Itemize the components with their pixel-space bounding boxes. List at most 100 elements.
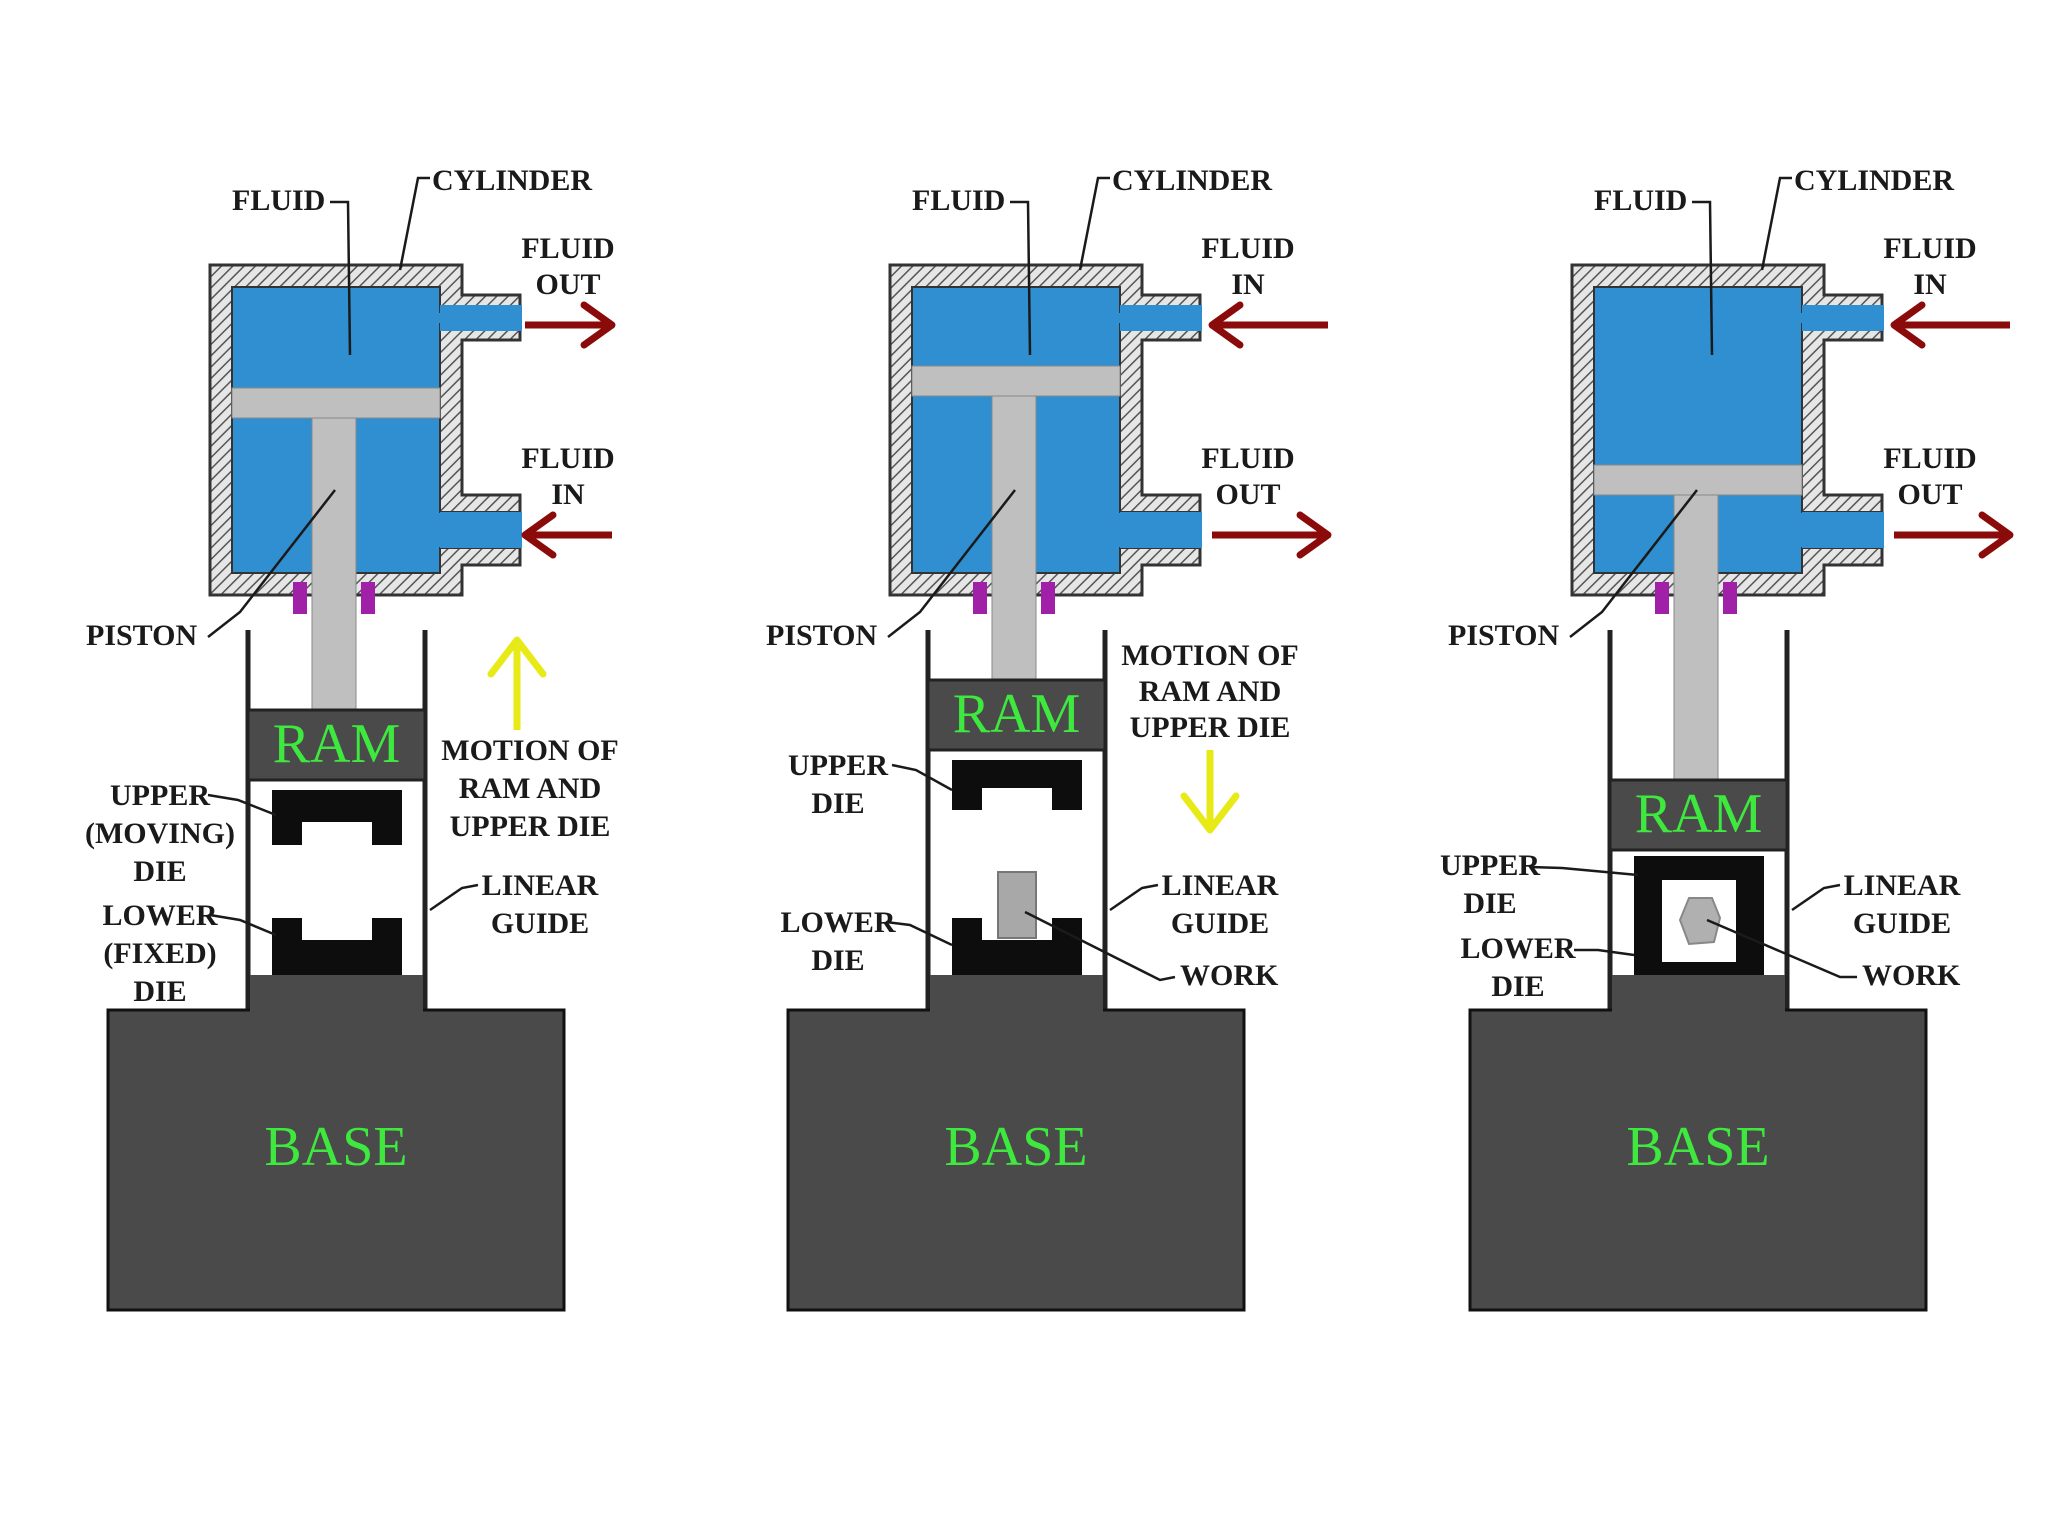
cylinder-leader: [398, 176, 430, 271]
lower-die-leader: [885, 920, 953, 947]
seal-left: [1655, 582, 1669, 614]
ram-label: RAM: [273, 713, 401, 775]
bottom-port-label-line: FLUID: [1201, 442, 1294, 475]
upper-die-label-line: UPPER: [110, 779, 210, 812]
cylinder-label: CYLINDER: [1112, 164, 1272, 197]
upper-die-leader: [1529, 865, 1639, 877]
base-label: BASE: [944, 1116, 1087, 1178]
seal-right: [361, 582, 375, 614]
arrow-head: [1890, 301, 1926, 349]
lower-die: [272, 918, 402, 975]
upper-die-label: UPPER DIE: [1440, 849, 1540, 920]
lower-die-label-line: (FIXED): [103, 937, 216, 970]
motion-label-line: RAM AND: [459, 772, 602, 805]
bottom-port-label-line: OUT: [1215, 478, 1280, 511]
lower-die-label-line: LOWER: [1460, 932, 1575, 965]
ram-label: RAM: [953, 683, 1081, 745]
base-label: BASE: [1626, 1116, 1769, 1178]
piston-rod: [311, 417, 357, 711]
cylinder: [208, 263, 522, 597]
bottom-port: [1802, 512, 1884, 548]
piston-leader: [1569, 489, 1698, 638]
work-label: WORK: [1862, 959, 1961, 992]
bottom-port: [1120, 512, 1202, 548]
bottom-port-label-line: FLUID: [1883, 442, 1976, 475]
linear-guide-label-line: GUIDE: [1853, 907, 1951, 940]
motion-label-line: MOTION OF: [441, 734, 619, 767]
arrow-head: [1296, 511, 1332, 559]
top-port: [1802, 305, 1884, 331]
cylinder-leader: [1078, 176, 1110, 271]
piston-rod: [991, 395, 1037, 681]
ram-label: RAM: [1635, 783, 1763, 845]
lower-die-label: LOWER DIE: [780, 906, 895, 977]
piston-leader: [887, 489, 1016, 638]
lower-die: [952, 918, 1082, 975]
fluid-label: FLUID: [912, 184, 1005, 217]
upper-die-label-line: UPPER: [1440, 849, 1540, 882]
fluid-label: FLUID: [232, 184, 325, 217]
fluid-out-arrow: [525, 301, 616, 349]
work-leader: [1024, 910, 1176, 982]
top-port-label-line: FLUID: [1883, 232, 1976, 265]
seal-left: [973, 582, 987, 614]
piston-leader: [207, 489, 336, 638]
upper-die-label-line: UPPER: [788, 749, 888, 782]
arrow-head: [1978, 511, 2014, 559]
piston-rod: [1673, 494, 1719, 781]
up-arrow-icon: [487, 636, 547, 730]
lower-die-label-line: LOWER: [780, 906, 895, 939]
top-port-label-line: FLUID: [1201, 232, 1294, 265]
fluid-in-arrow: [521, 511, 612, 559]
base-pedestal: [1612, 975, 1785, 1013]
upper-die-leader: [207, 793, 277, 817]
down-arrow-icon: [1180, 750, 1240, 834]
lower-die-label-line: DIE: [1491, 970, 1544, 1003]
cylinder-label: CYLINDER: [432, 164, 592, 197]
arrow-head: [487, 636, 547, 678]
fluid-in-arrow: [1890, 301, 2010, 349]
top-port-label-line: IN: [1913, 268, 1947, 301]
work-leader: [1706, 918, 1857, 979]
linear-guide-label-line: LINEAR: [482, 869, 599, 902]
upper-die-label: UPPER(MOVING)DIE: [85, 779, 235, 888]
cylinder-leader: [1760, 176, 1792, 271]
piston-head: [911, 365, 1121, 397]
fluid-leader: [330, 200, 352, 356]
upper-die-label-line: DIE: [1463, 887, 1516, 920]
work: [997, 871, 1037, 939]
top-port-label-line: FLUID: [521, 232, 614, 265]
ram: [246, 708, 427, 782]
arrow-head: [580, 301, 616, 349]
top-port-label-line: OUT: [535, 268, 600, 301]
fluid-label: FLUID: [1594, 184, 1687, 217]
panel-retracted: RAMBASEFLUIDCYLINDERFLUIDOUTFLUIDINPISTO…: [85, 164, 619, 1312]
motion-label-line: UPPER DIE: [450, 810, 611, 843]
panel-descending: RAMBASEFLUIDCYLINDERFLUIDINFLUIDOUTPISTO…: [766, 164, 1332, 1312]
seal-right: [1723, 582, 1737, 614]
fluid-leader: [1692, 200, 1714, 356]
base: [106, 1008, 566, 1312]
lower-die-leader: [1574, 948, 1635, 957]
lower-die-label-line: DIE: [811, 944, 864, 977]
upper-die: [272, 790, 402, 845]
upper-die-label-line: DIE: [811, 787, 864, 820]
arrow-head: [1208, 301, 1244, 349]
top-port: [440, 305, 522, 331]
upper-die-label-line: DIE: [133, 855, 186, 888]
lower-die-label-line: DIE: [133, 975, 186, 1008]
linear-guide-leader: [429, 883, 479, 912]
base-pedestal: [930, 975, 1103, 1013]
base-pedestal: [250, 975, 423, 1013]
lower-die-label: LOWER(FIXED)DIE: [102, 899, 217, 1008]
piston-label: PISTON: [86, 619, 197, 652]
piston-label: PISTON: [766, 619, 877, 652]
upper-die: [952, 760, 1082, 810]
work: [1678, 897, 1722, 946]
arrow-head: [1180, 792, 1240, 834]
bottom-port-label-line: FLUID: [521, 442, 614, 475]
